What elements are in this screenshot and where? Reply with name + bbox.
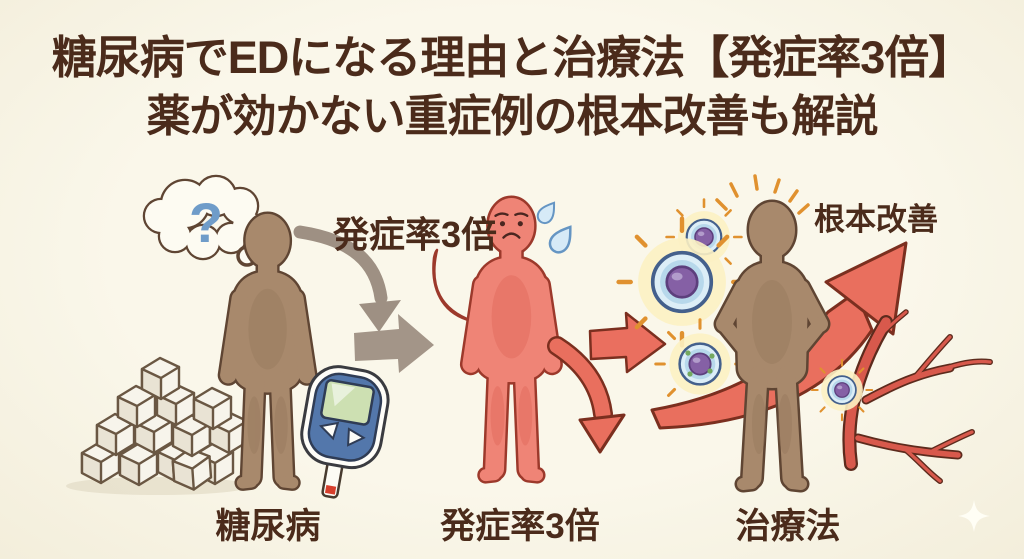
cell-icon-group — [619, 198, 746, 410]
red-crescent-swoosh — [432, 248, 474, 323]
question-mark-icon: ? — [189, 191, 223, 254]
person-confident-icon — [713, 199, 831, 493]
sparkle-icon — [958, 500, 990, 532]
person-worried-icon — [459, 195, 563, 484]
stage-label-treatment: 治療法 — [735, 507, 841, 546]
incidence-arrow-label: 発症率3倍 — [332, 214, 498, 255]
page-title-line2: 薬が効かない重症例の根本改善も解説 — [146, 92, 879, 141]
test-strip-blood — [324, 484, 337, 495]
sweat-drops-icon — [536, 201, 572, 254]
curved-down-arrow-icon — [547, 336, 626, 454]
meter-button-left — [318, 421, 340, 441]
cell-green-dots — [685, 350, 715, 377]
right-arrow-red-icon — [588, 311, 667, 374]
glucose-meter-icon — [300, 365, 390, 499]
sparkle-rays-icon — [715, 174, 810, 215]
meter-button-right — [347, 427, 366, 447]
curved-arrow-icon — [293, 225, 401, 332]
person-silhouette-icon — [217, 211, 318, 491]
right-arrow-gray-icon — [354, 314, 434, 373]
blood-vessel-icon — [842, 309, 993, 484]
thought-bubble-icon: ? — [142, 174, 269, 276]
sugar-cubes-icon — [66, 356, 250, 495]
worried-face — [494, 212, 529, 239]
page-title-line1: 糖尿病でEDになる理由と治療法【発症率3倍】 — [51, 32, 974, 83]
improvement-label: 根本改善 — [814, 202, 938, 237]
stage-label-diabetes: 糖尿病 — [215, 507, 321, 546]
stage-label-incidence: 発症率3倍 — [440, 507, 600, 546]
